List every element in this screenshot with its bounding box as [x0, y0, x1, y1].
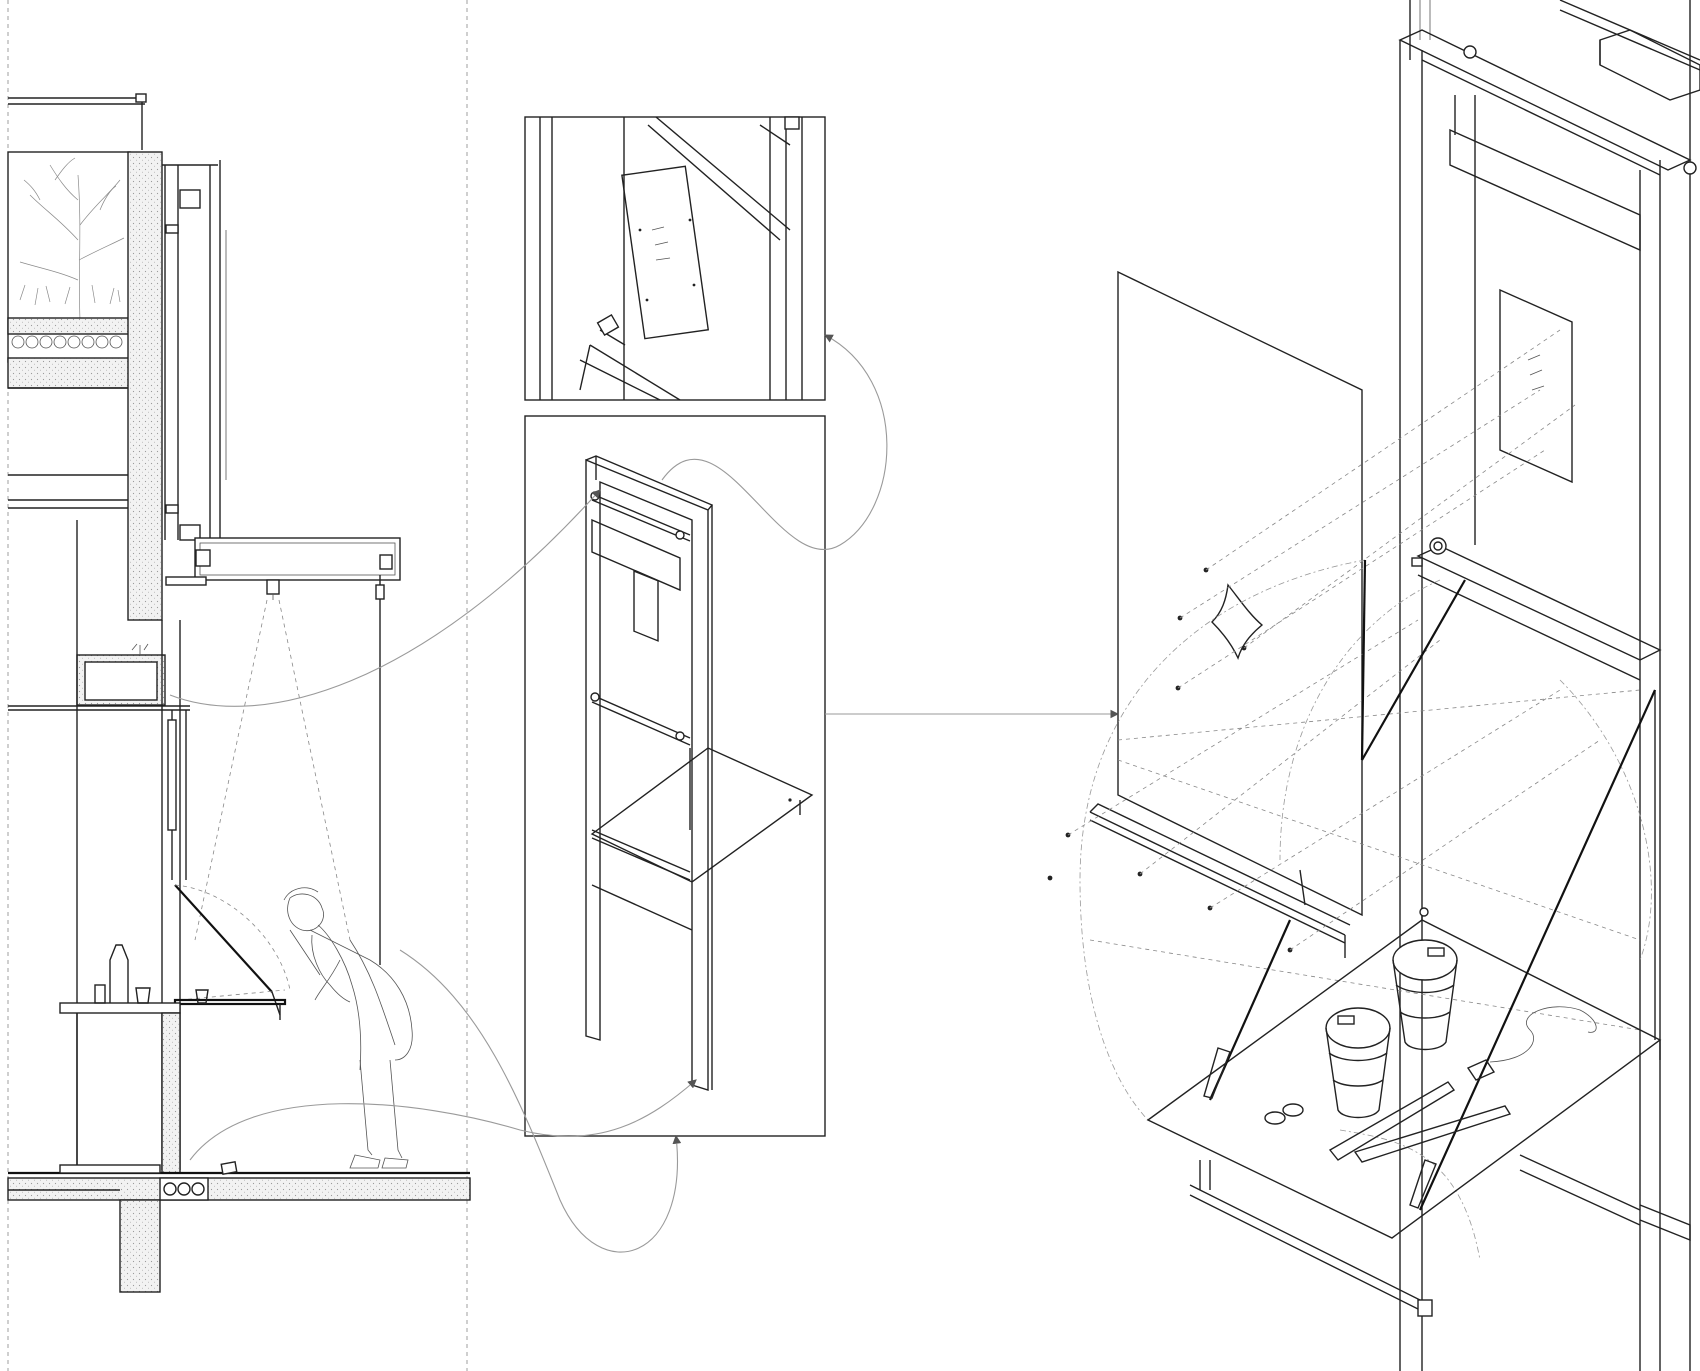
- gravel-layer: [11, 335, 123, 349]
- reference-arrows: [169, 334, 1120, 1253]
- lower-frame: [1189, 1154, 1691, 1317]
- back-plate: [1499, 288, 1573, 484]
- light-cone: [194, 599, 351, 941]
- top-beam: [1398, 0, 1700, 176]
- shelf-items: [1264, 1006, 1597, 1163]
- detail-inset-frame: [524, 415, 826, 1137]
- roof-railing: [8, 93, 147, 150]
- building-section: [7, 93, 471, 1293]
- counter-items: [94, 944, 209, 1004]
- exploded-axonometric: [1047, 0, 1700, 1371]
- canopy-box: [165, 537, 401, 586]
- duct-box: [76, 643, 166, 706]
- middle-rail: [1411, 537, 1662, 681]
- explosion-guides: [1067, 329, 1652, 1261]
- fasteners: [1047, 567, 1293, 953]
- open-shelf: [1146, 559, 1662, 1239]
- person-figure: [283, 887, 413, 1169]
- interior-floor-lines: [8, 387, 128, 509]
- facade-cladding: [162, 160, 227, 541]
- detail-inset-top: [524, 116, 826, 401]
- concrete-wall: [127, 151, 163, 621]
- green-roof-planter: [7, 151, 131, 389]
- counterweight-rod: [167, 710, 187, 880]
- interior-counter: [59, 1002, 181, 1174]
- downlight: [266, 579, 280, 600]
- cups: [1325, 939, 1458, 1119]
- tree-sketch: [19, 157, 125, 321]
- frame-posts: [1399, 0, 1691, 1371]
- back-board: [1449, 95, 1641, 545]
- folding-shelf: [173, 884, 291, 1020]
- ground-slab: [7, 1161, 471, 1293]
- front-panel: [1089, 270, 1363, 958]
